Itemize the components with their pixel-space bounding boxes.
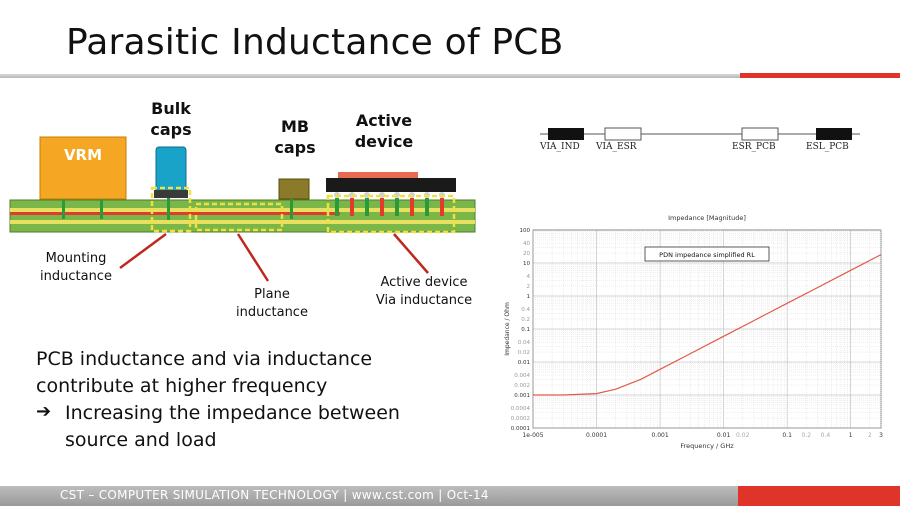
body-line-3: Increasing the impedance between: [65, 402, 400, 424]
pcb-trace-red: [10, 212, 340, 215]
legend-label: PDN impedance simplified RL: [659, 251, 755, 259]
x-tick-label: 0.001: [651, 432, 668, 439]
y-tick-label: 100: [520, 228, 531, 234]
active-device-package: [326, 178, 456, 192]
pcb-board: [9, 199, 476, 233]
schematic-label-esl-pcb: ESL_PCB: [806, 142, 849, 152]
y-tick-label: 0.0001: [511, 426, 530, 432]
y-tick-label: 20: [523, 251, 530, 257]
body-line-1: PCB inductance and via inductance: [36, 348, 373, 370]
y-tick-label: 0.0002: [511, 416, 530, 422]
x-tick-label: 0.2: [802, 432, 812, 439]
active-device-vias: [335, 198, 444, 216]
x-tick-label: 1: [849, 432, 853, 439]
title-divider-accent: [740, 73, 900, 78]
title-divider: [0, 74, 900, 78]
plane-highlight: [194, 202, 284, 232]
x-tick-label: 2: [868, 432, 872, 439]
via-highlight: [326, 194, 456, 234]
x-tick-label: 0.4: [821, 432, 831, 439]
y-tick-label: 4: [527, 274, 531, 280]
schematic-label-esr-pcb: ESR_PCB: [732, 142, 776, 152]
x-axis-label: Frequency / GHz: [680, 442, 734, 450]
bulk-cap-lead: [167, 198, 170, 220]
arrow-right-icon: ➔: [36, 401, 52, 422]
vrm-block: [39, 136, 127, 200]
pcb-cross-section-diagram: VRM: [9, 136, 476, 282]
chart-title: Impedance [Magnitude]: [668, 214, 746, 222]
schematic-label-via-esr: VIA_ESR: [596, 142, 637, 152]
x-tick-label: 0.01: [717, 432, 731, 439]
active-device-top: [338, 172, 418, 178]
via-esr-element: [604, 127, 642, 141]
x-tick-label: 3: [879, 432, 883, 439]
y-tick-label: 40: [523, 241, 530, 247]
y-tick-label: 0.04: [518, 340, 531, 346]
y-tick-label: 0.002: [514, 383, 530, 389]
via-ind-element: [548, 128, 584, 140]
mb-cap: [278, 178, 310, 200]
y-tick-label: 1: [527, 294, 531, 300]
pcb-plane-top: [10, 208, 475, 212]
y-tick-label: 0.4: [521, 307, 530, 313]
body-text: PCB inductance and via inductance contri…: [36, 346, 400, 454]
plane-arrow: [236, 233, 270, 282]
y-tick-label: 0.0004: [511, 406, 531, 412]
mb-cap-lead: [290, 199, 293, 219]
vrm-lead-1: [62, 199, 65, 219]
y-tick-label: 2: [527, 284, 531, 290]
y-tick-label: 0.2: [521, 317, 530, 323]
bulk-cap: [155, 146, 187, 193]
vrm-lead-2: [100, 199, 103, 219]
footer-text: CST – COMPUTER SIMULATION TECHNOLOGY | w…: [60, 488, 489, 502]
x-tick-label: 0.0001: [586, 432, 607, 439]
x-tick-label: 1e-005: [522, 432, 543, 439]
y-tick-label: 0.1: [521, 327, 530, 333]
y-axis-label: Impedance / Ohm: [504, 302, 511, 356]
x-tick-label: 0.02: [736, 432, 750, 439]
body-line-4: source and load: [65, 429, 217, 451]
esr-pcb-element: [741, 127, 779, 141]
via-arrow: [393, 233, 429, 274]
y-tick-label: 10: [523, 261, 530, 267]
schematic-label-via-ind: VIA_IND: [540, 142, 580, 152]
bulk-cap-base: [154, 190, 188, 198]
bulk-cap-highlight: [150, 186, 192, 233]
footer-bar: [0, 486, 900, 506]
body-line-2: contribute at higher frequency: [36, 375, 328, 397]
pcb-plane-bottom: [10, 220, 475, 224]
y-tick-label: 0.02: [518, 350, 530, 356]
y-tick-label: 0.004: [514, 373, 530, 379]
y-tick-label: 0.01: [518, 360, 530, 366]
vrm-label: VRM: [64, 146, 102, 164]
esl-pcb-element: [816, 128, 852, 140]
slide-title: Parasitic Inductance of PCB: [66, 22, 564, 63]
y-tick-label: 0.001: [514, 393, 530, 399]
footer-accent: [738, 486, 900, 506]
series-line: [533, 254, 882, 396]
legend-box: [644, 246, 770, 262]
circuit-schematic: [540, 127, 860, 141]
x-tick-label: 0.1: [782, 432, 792, 439]
mounting-arrow: [119, 232, 167, 270]
